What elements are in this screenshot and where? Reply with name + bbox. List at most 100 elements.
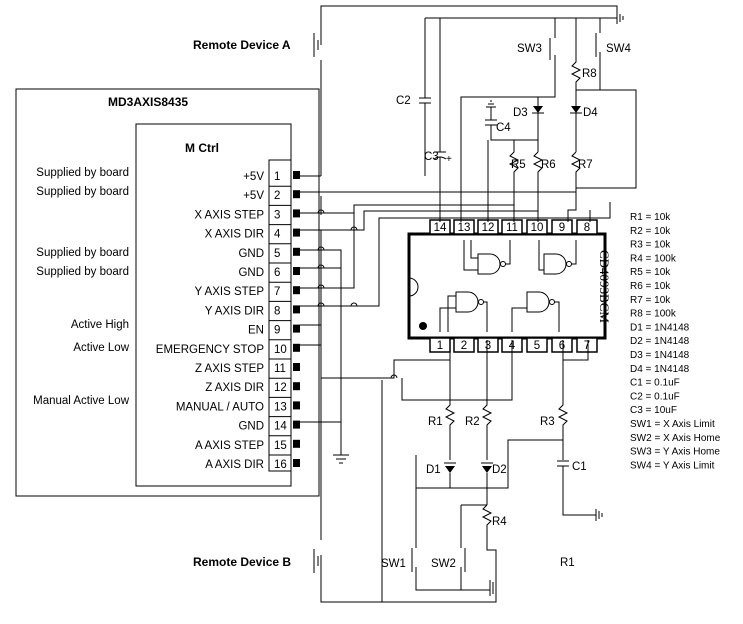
bom-item: SW2 = X Axis Home: [630, 433, 721, 444]
bom-list: R1 = 10k R2 = 10k R3 = 10k R4 = 100k R5 = 10…: [630, 212, 721, 471]
bom-item: SW3 = Y Axis Home: [630, 447, 720, 458]
bom-item: C1 = 0.1uF: [630, 378, 680, 389]
connector-pin: 14 GND: [238, 416, 300, 433]
d4-label: D4: [583, 107, 598, 119]
connector-pin: 3X AXIS STEP: [194, 204, 300, 221]
sw3-label: SW3: [517, 43, 542, 55]
connector-pin: 1+5V: [243, 171, 300, 183]
board-title: MD3AXIS8435: [108, 95, 188, 109]
pin-label: Y AXIS STEP: [195, 286, 265, 298]
chip-pin-number: 12: [482, 222, 495, 234]
pin-number: 7: [274, 286, 280, 298]
connector-pin: 12Z AXIS DIR: [205, 377, 300, 394]
sw2-label: SW2: [431, 558, 456, 570]
pin-label: GND: [238, 267, 264, 279]
connector-pin: 16A AXIS DIR: [205, 454, 300, 471]
chip-pin-number: 10: [531, 222, 544, 234]
nand-gate-bottom-left: [439, 291, 488, 332]
pin-label: A AXIS STEP: [195, 440, 264, 452]
chip-pin-number: 6: [559, 340, 565, 352]
pin-number: 6: [274, 267, 280, 279]
pin-number: 13: [274, 401, 287, 413]
pin-number: 16: [274, 459, 287, 471]
r8-label: R8: [582, 68, 597, 80]
side-note: Active Low: [73, 342, 129, 354]
pin-number: 4: [274, 229, 281, 241]
r5-label: R5: [511, 159, 526, 171]
pin-label: Z AXIS STEP: [195, 363, 264, 375]
bom-item: R3 = 10k: [630, 240, 671, 251]
connector-pin: 11 Z AXIS STEP: [195, 358, 300, 375]
chip-pin-top: 11: [501, 219, 523, 235]
pin-label: +5V: [243, 190, 264, 202]
ctrl-title: M Ctrl: [185, 141, 219, 155]
nand-gate-bottom-right: [511, 291, 560, 332]
pin-label: GND: [238, 421, 264, 433]
bom-item: D3 = 1N4148: [630, 350, 690, 361]
bom-item: R6 = 10k: [630, 281, 671, 292]
chip-pin-bottom: 3: [477, 337, 499, 353]
pin-label: GND: [238, 248, 264, 260]
sw1-label: SW1: [381, 558, 406, 570]
r7-label: R7: [578, 159, 593, 171]
bom-item: C3 = 10uF: [630, 405, 677, 416]
chip-pin-number: 5: [534, 340, 540, 352]
connector-pin: 15A AXIS STEP: [195, 435, 300, 452]
r2-label: R2: [465, 416, 480, 428]
r4-label: R4: [492, 516, 507, 528]
connector-pin-box: [268, 159, 292, 472]
bom-item: R5 = 10k: [630, 267, 671, 278]
remote-device-a-label: Remote Device A: [193, 38, 291, 52]
pin-number: 5: [274, 248, 280, 260]
side-note: Active High: [71, 319, 129, 331]
r3-label: R3: [540, 416, 555, 428]
chip-pin-number: 9: [559, 222, 565, 234]
pin-number: 11: [274, 363, 286, 375]
nand-gate-top-right: [538, 240, 577, 275]
side-note: Supplied by board: [36, 266, 129, 278]
d1-label: D1: [426, 464, 441, 476]
connector-pin: 5 GND: [238, 243, 300, 260]
bom-item: D2 = 1N4148: [630, 336, 690, 347]
pin-label: X AXIS DIR: [205, 229, 264, 241]
chip-pin-top: 14: [429, 219, 451, 235]
chip-pin-number: 8: [584, 222, 590, 234]
c2-label: C2: [396, 95, 411, 107]
cd4093-chip-body: [407, 232, 607, 340]
c3-label: C3: [424, 151, 439, 163]
pin-number: 2: [274, 190, 280, 202]
bom-item: SW4 = Y Axis Limit: [630, 460, 715, 471]
bom-item: D4 = 1N4148: [630, 364, 690, 375]
chip-pin-top: 10: [526, 219, 548, 235]
bom-item: R4 = 100k: [630, 253, 677, 264]
r1-bottom-label: R1: [560, 557, 575, 569]
connector-pin: 9EN: [248, 320, 300, 337]
nand-gate-top-left: [463, 240, 511, 275]
chip-pin-number: 13: [458, 222, 471, 234]
side-note: Supplied by board: [36, 186, 129, 198]
side-note: Manual Active Low: [33, 395, 130, 407]
chip-pin-bottom: 1: [429, 337, 451, 353]
bom-item: R8 = 100k: [630, 309, 677, 320]
remote-device-b-label: Remote Device B: [193, 555, 291, 569]
bom-item: R7 = 10k: [630, 295, 671, 306]
bom-item: R2 = 10k: [630, 226, 671, 237]
pin-number: 3: [274, 209, 280, 221]
pin-number: 1: [274, 171, 280, 183]
d3-label: D3: [513, 107, 528, 119]
c4-label: C4: [496, 122, 511, 134]
sw4-label: SW4: [606, 43, 632, 55]
chip-pin-number: 1: [437, 340, 443, 352]
bom-item: R1 = 10k: [630, 212, 671, 223]
chip-name: CD4093BCM: [597, 250, 612, 323]
side-note: Supplied by board: [36, 167, 129, 179]
pin-label: EMERGENCY STOP: [156, 344, 265, 356]
pin-number: 14: [274, 421, 287, 433]
chip-pin-number: 3: [485, 340, 491, 352]
pin-number: 9: [274, 325, 280, 337]
